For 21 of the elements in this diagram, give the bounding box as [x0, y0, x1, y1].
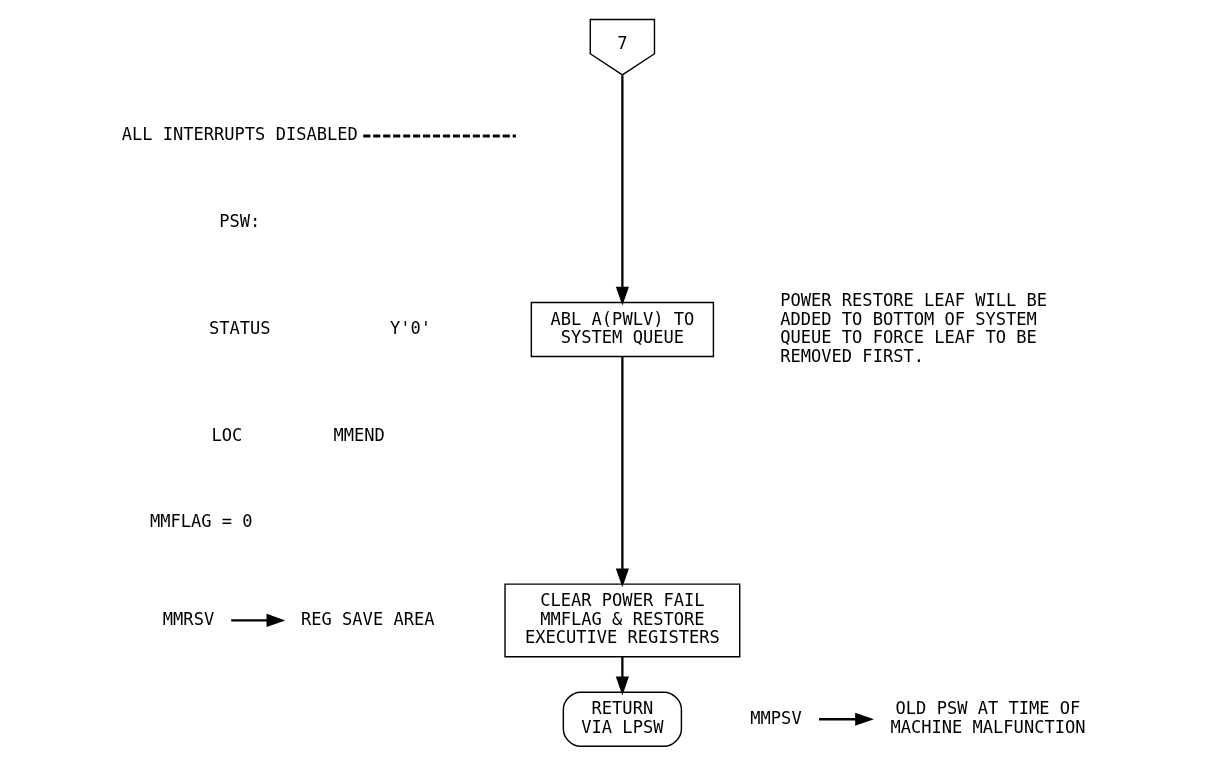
label: MMEND — [333, 424, 385, 445]
arrow — [818, 712, 874, 726]
arrow — [230, 613, 285, 627]
node-label: POWER RESTORE LEAF WILL BE ADDED TO BOTTOM OF SYSTEM QUEUE TO FORCE LEAF TO BE REMOVED FIRST. — [779, 290, 1047, 366]
node-text: OLD PSW AT TIME OF MACHINE MALFUNCTION — [889, 698, 1085, 737]
label: LOC — [211, 424, 242, 445]
label: STATUS — [208, 317, 271, 338]
node-text: MMPSV — [749, 707, 802, 728]
node-box: ABL A(PWLV) TO SYSTEM QUEUE — [530, 301, 714, 358]
connector — [362, 134, 516, 138]
node-text: ALL INTERRUPTS DISABLED — [121, 124, 358, 145]
arrow — [615, 657, 629, 696]
node-text: MMRSV — [162, 608, 214, 629]
arrow — [615, 357, 629, 588]
node-box: RETURN VIA LPSW — [562, 691, 682, 747]
label: MMFLAG = 0 — [149, 511, 253, 532]
node-box: CLEAR POWER FAIL MMFLAG & RESTORE EXECUTIVE REGISTERS — [503, 583, 740, 658]
node-text: REG SAVE AREA — [300, 608, 434, 629]
arrow — [615, 75, 629, 306]
label: PSW: — [218, 211, 260, 232]
label: Y'0' — [389, 317, 431, 338]
